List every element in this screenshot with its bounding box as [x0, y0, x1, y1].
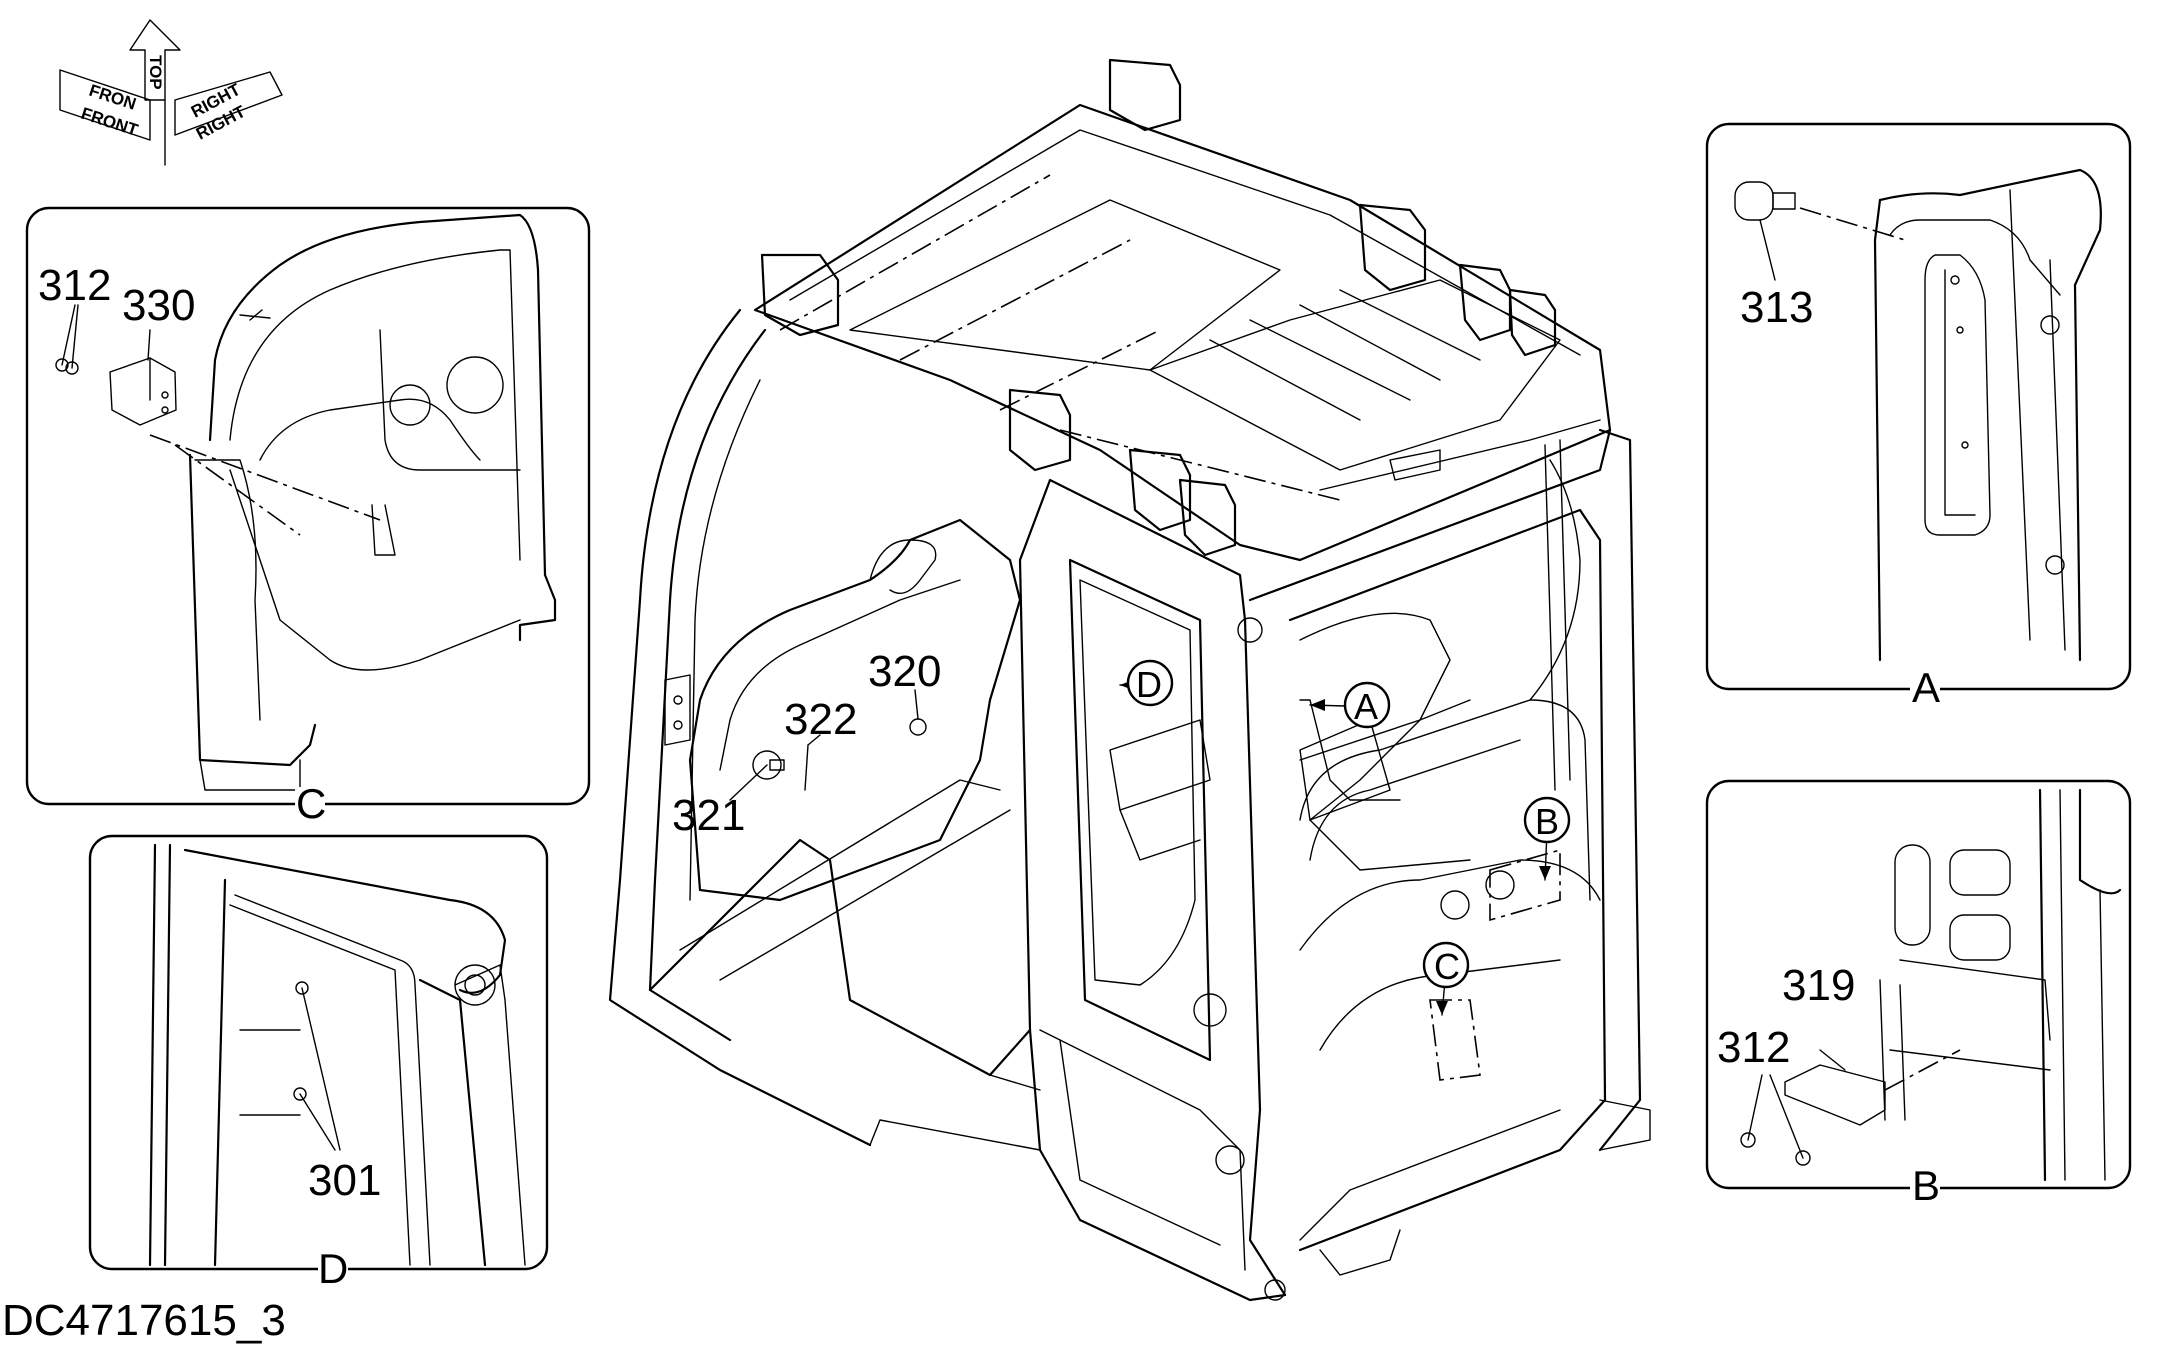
bolt-icon: [293, 1087, 307, 1101]
detail-view-a: 313 A: [1705, 122, 2132, 711]
view-marker-d-label: D: [1136, 664, 1162, 705]
part-number-322: 322: [784, 695, 857, 744]
view-marker-b-label: B: [1535, 801, 1559, 842]
cab-main-view: 320 322 321 D A B C: [608, 58, 1651, 1302]
screw-322-icon: [804, 744, 809, 791]
orientation-top: TOP: [146, 55, 165, 90]
part-number-312: 312: [38, 261, 111, 310]
part-number-312: 312: [1717, 1023, 1790, 1072]
part-number-320: 320: [868, 647, 941, 696]
drawing-code: DC4717615_3: [2, 1296, 286, 1345]
clamp-321-icon: [752, 750, 782, 780]
view-marker-a: [1343, 681, 1391, 729]
view-marker-c: [1422, 941, 1470, 989]
top-arrow-icon: [129, 19, 181, 101]
part-number-301: 301: [308, 1156, 381, 1205]
detail-view-d: 301 D: [88, 834, 549, 1292]
view-marker-c-label: C: [1434, 946, 1460, 987]
view-marker-d: [1126, 659, 1174, 707]
bracket-319-icon: [1784, 1064, 1886, 1126]
view-label-d: D: [318, 1245, 348, 1292]
part-number-313: 313: [1740, 283, 1813, 332]
view-label-b: B: [1912, 1162, 1940, 1209]
detail-view-b: 319 312 B: [1705, 779, 2132, 1209]
view-label-c: C: [296, 780, 326, 827]
detail-view-c: 312 330 C: [25, 206, 591, 827]
view-marker-a-label: A: [1354, 686, 1378, 727]
view-marker-b: [1523, 796, 1571, 844]
bolt-icon: [295, 981, 309, 995]
right-arrow-icon: [174, 71, 283, 136]
bolt-icon: [1795, 1150, 1811, 1166]
part-number-319: 319: [1782, 961, 1855, 1010]
grommet-320-icon: [909, 718, 927, 736]
bolt-icon: [55, 358, 69, 372]
orientation-symbol: FRON FRONT TOP RIGHT RIGHT: [59, 19, 283, 166]
front-arrow-icon: [59, 69, 151, 141]
bolt-icon: [1740, 1132, 1756, 1148]
view-label-a: A: [1912, 664, 1940, 711]
part-number-330: 330: [122, 281, 195, 330]
part-number-321: 321: [672, 791, 745, 840]
